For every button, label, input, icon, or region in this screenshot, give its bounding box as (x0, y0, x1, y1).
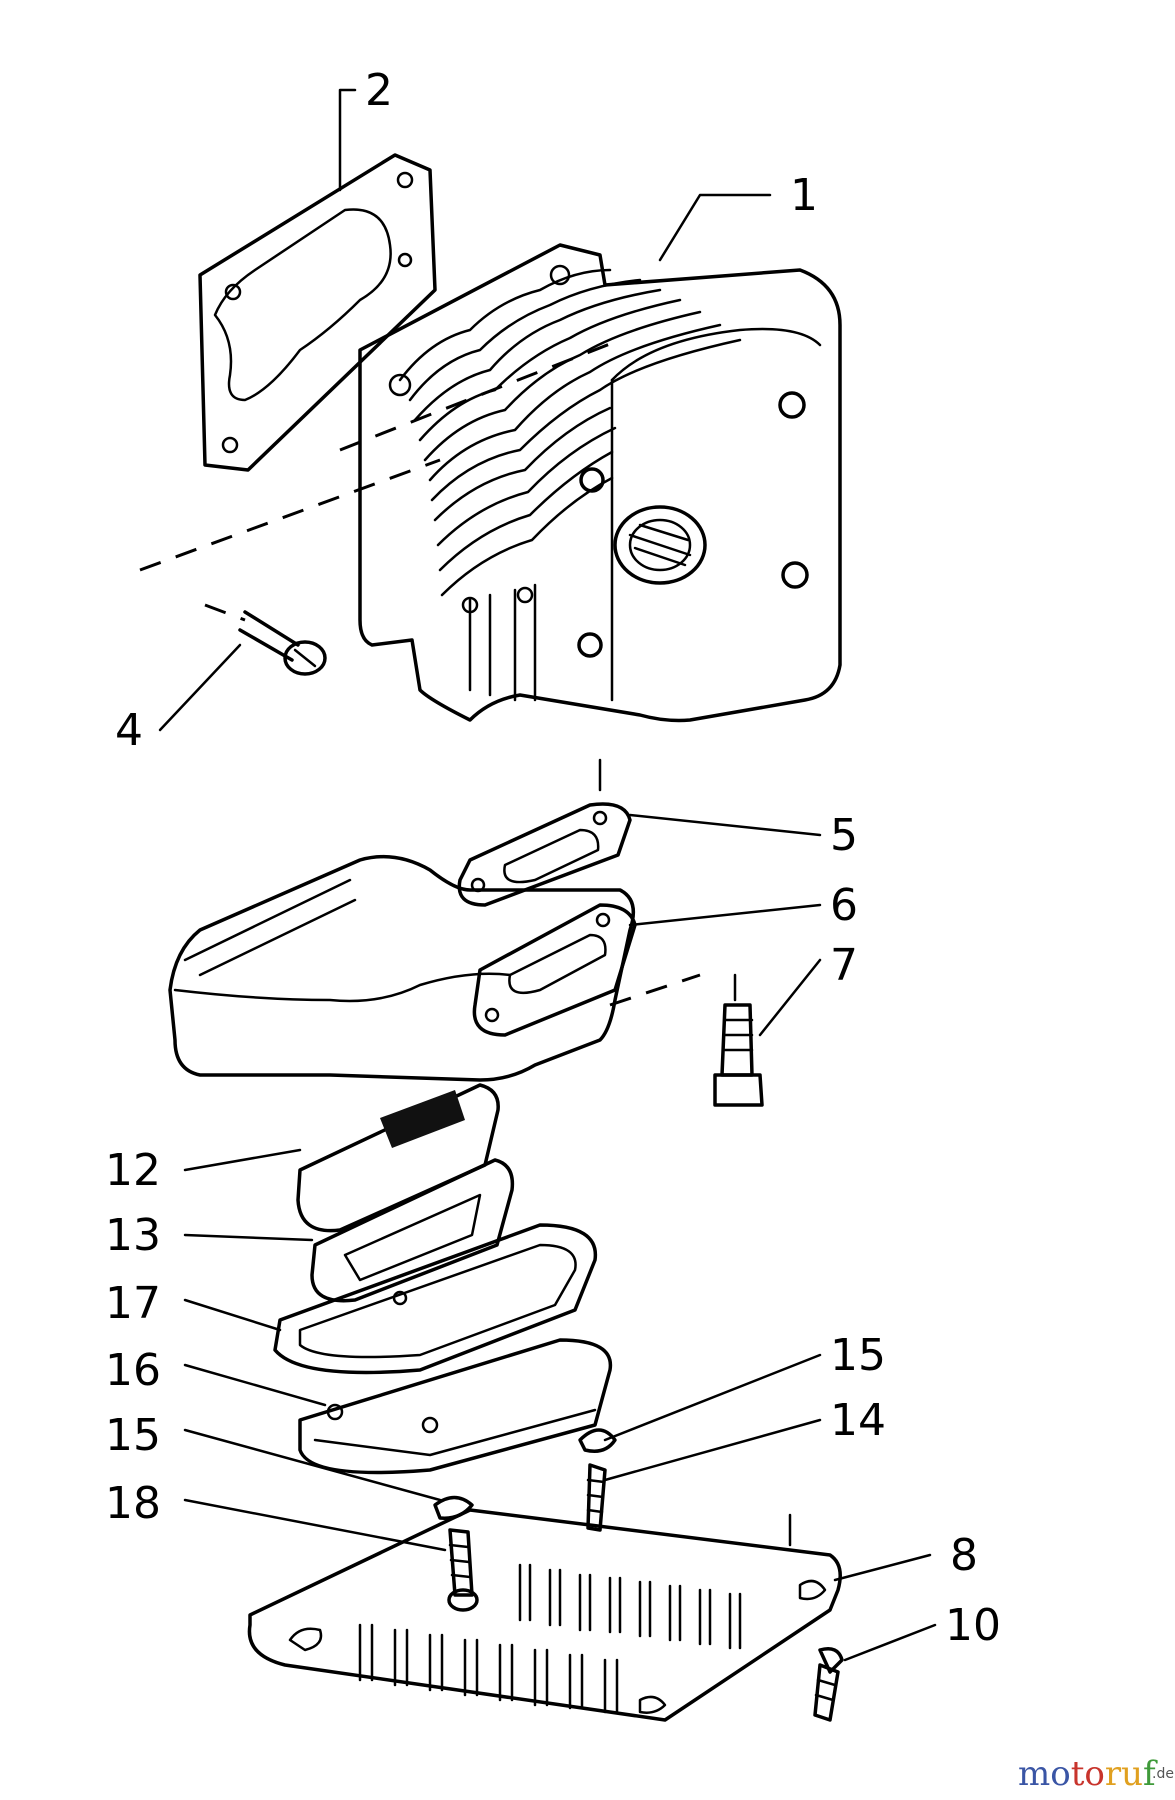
callout-2: 2 (365, 65, 393, 116)
part-17-gasket (273, 1223, 598, 1375)
part-4-screw (204, 603, 327, 676)
part-7-screw (713, 973, 764, 1107)
callout-13: 13 (105, 1210, 161, 1261)
part-13-baffle-plate (310, 1158, 515, 1306)
callout-15-left: 15 (105, 1410, 161, 1461)
callout-8: 8 (950, 1530, 978, 1581)
callout-7: 7 (830, 940, 858, 991)
callout-16: 16 (105, 1345, 161, 1396)
callout-4: 4 (115, 705, 143, 756)
callout-12: 12 (105, 1145, 161, 1196)
part-16-cover-plate (298, 1338, 613, 1475)
part-18-screw (447, 1528, 479, 1612)
part-15-washer-right (578, 1428, 617, 1453)
part-5-exhaust-gasket (457, 758, 632, 907)
watermark-text: motoruf (1018, 1754, 1158, 1794)
callout-6: 6 (830, 880, 858, 931)
callout-10: 10 (945, 1600, 1001, 1651)
part-1-cylinder (358, 243, 842, 723)
watermark-suffix: .de (1152, 1766, 1174, 1782)
callout-18: 18 (105, 1478, 161, 1529)
part-6-muffler (168, 854, 701, 1082)
part-10-screw (813, 1647, 844, 1722)
part-14-screw (586, 1463, 607, 1532)
part-15-washer-left (433, 1495, 474, 1520)
callout-15-right: 15 (830, 1330, 886, 1381)
leader-lines (158, 88, 937, 1662)
watermark-logo: motoruf .de (1018, 1754, 1174, 1794)
callout-5: 5 (830, 810, 858, 861)
callout-1: 1 (790, 170, 818, 221)
part-8-grid-plate (247, 1508, 842, 1722)
callout-17: 17 (105, 1278, 161, 1329)
part-12-screen-plate (296, 1083, 500, 1233)
assembly-line-1 (139, 458, 441, 572)
part-2-cylinder-gasket (198, 153, 437, 472)
assembly-line-2 (339, 338, 621, 452)
callout-14: 14 (830, 1395, 886, 1446)
